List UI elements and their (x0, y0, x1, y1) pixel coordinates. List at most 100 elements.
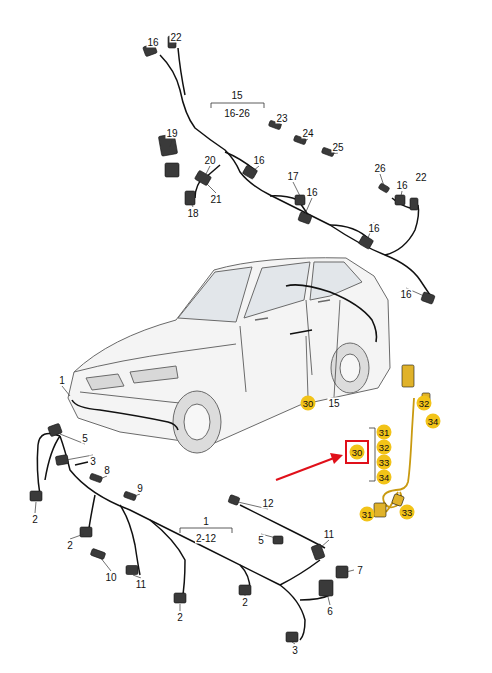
connector-plug (410, 198, 418, 210)
leader-line (334, 300, 340, 397)
connector-plug (126, 566, 138, 575)
callout-number: 5 (257, 535, 265, 546)
leader-line (100, 557, 111, 571)
callout-number: 25 (331, 142, 344, 153)
connector-plug (358, 235, 373, 250)
leader-line (253, 166, 259, 171)
callout-number: 2 (31, 514, 39, 525)
callout-number: 2 (66, 540, 74, 551)
connector-plug (239, 585, 251, 595)
connector-plug (378, 183, 390, 193)
connector-plug (80, 527, 92, 537)
leader-line (100, 476, 107, 479)
connector-plug (228, 495, 240, 506)
callout-number: 30 (350, 445, 365, 460)
callout-number: 2 (176, 612, 184, 623)
callout-number: 10 (104, 572, 117, 583)
leader-line (170, 140, 172, 147)
callout-number: 2 (241, 597, 249, 608)
callout-number: 33 (400, 505, 415, 520)
callout-number: 16 (395, 180, 408, 191)
leader-line (346, 570, 354, 572)
leader-line (320, 540, 329, 548)
callout-number: 3 (89, 456, 97, 467)
top-harness (160, 48, 432, 298)
callout-number: 12 (261, 498, 274, 509)
callout-number: 18 (186, 208, 199, 219)
connector-plug (319, 580, 333, 596)
connector-plug (242, 165, 257, 180)
leader-line (191, 203, 193, 207)
callout-number: 16 (305, 187, 318, 198)
callout-number: 15 (230, 90, 243, 101)
car-illustration (68, 258, 390, 453)
leader-line (277, 124, 282, 128)
connector-plug (395, 195, 405, 205)
callout-number: 22 (414, 172, 427, 183)
leader-line (305, 198, 312, 214)
bottom-harness (37, 433, 330, 640)
callout-number: 31 (360, 507, 375, 522)
connector-plug (295, 195, 305, 205)
highlight-box (346, 441, 368, 463)
callout-number: 31 (377, 425, 392, 440)
leader-line (206, 166, 210, 174)
leader-line (174, 43, 176, 48)
callout-number: 11 (323, 529, 335, 540)
callout-number: 16 (146, 37, 159, 48)
callout-number: 20 (203, 155, 216, 166)
connector-plug (90, 548, 106, 559)
callout-number: 23 (275, 113, 288, 124)
pointer-arrow (276, 453, 343, 480)
callout-number: 11 (135, 579, 147, 590)
callout-number: 34 (377, 470, 392, 485)
callout-number: 5 (81, 433, 89, 444)
connector-plug (48, 423, 63, 437)
callout-number: 32 (417, 396, 432, 411)
connector-plug (402, 365, 414, 387)
callout-number: 26 (373, 163, 386, 174)
connector-plug (311, 544, 325, 561)
callout-number: 2-12 (195, 533, 217, 544)
leader-line (70, 534, 84, 539)
callout-number: 16 (399, 289, 412, 300)
leader-line (330, 153, 338, 154)
callout-number: 16 (252, 155, 265, 166)
leader-line (293, 182, 300, 196)
leader-line (380, 174, 384, 186)
connector-plug (194, 170, 211, 186)
leader-line (306, 336, 308, 397)
callout-number: 16-26 (223, 108, 251, 119)
callout-number: 32 (377, 440, 392, 455)
leader-line (132, 494, 140, 497)
car-harness (72, 285, 377, 430)
connector-plug (185, 191, 195, 205)
callout-number: 8 (103, 465, 111, 476)
connector-plug (286, 632, 298, 642)
connector-plug (165, 163, 179, 177)
callout-number: 7 (356, 565, 364, 576)
connector-plug (174, 593, 186, 603)
callout-number: 9 (136, 483, 144, 494)
connector-plug (421, 292, 435, 305)
callout-number: 1 (58, 375, 66, 386)
callout-number: 22 (169, 32, 182, 43)
leader-line (401, 191, 402, 196)
leader-line (206, 183, 216, 193)
connector-plug (374, 503, 386, 517)
callout-number: 15 (327, 398, 340, 409)
connector-plug (30, 491, 42, 501)
callout-number: 30 (301, 396, 316, 411)
callout-number: 33 (377, 455, 392, 470)
callout-number: 19 (165, 128, 178, 139)
callout-number: 21 (209, 194, 222, 205)
leader-line (35, 502, 36, 513)
bracket (180, 103, 375, 533)
callout-number: 17 (286, 171, 299, 182)
connector-group (30, 36, 435, 642)
connector-plug (273, 536, 283, 544)
callout-number: 16 (367, 223, 380, 234)
leader-group (35, 43, 424, 644)
